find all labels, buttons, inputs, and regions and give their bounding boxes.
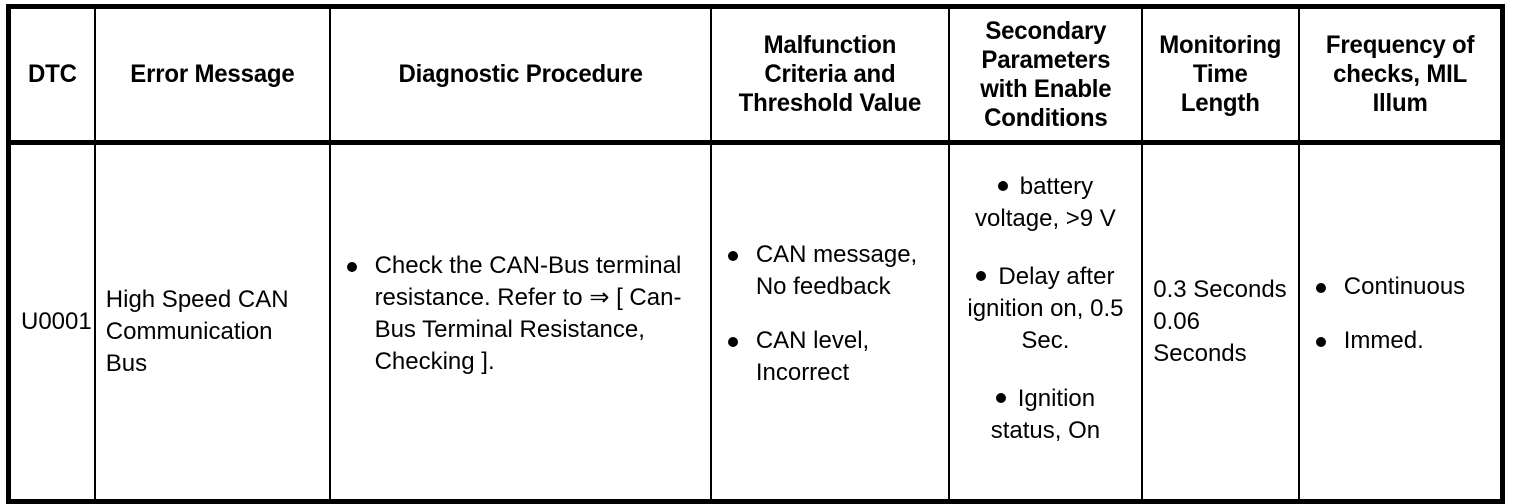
cell-secondary-parameters: battery voltage, >9 V Delay after igniti… (947, 142, 1144, 502)
cell-frequency: Continuous Immed. (1297, 142, 1504, 502)
cell-diagnostic-procedure: Check the CAN-Bus terminal resistance. R… (328, 142, 712, 502)
dtc-code: U0001 (21, 308, 92, 335)
header-cell-monitoring-time: Monitoring Time Length (1141, 6, 1300, 145)
table-header-row: DTC Error Message Diagnostic Procedure M… (7, 6, 1504, 145)
header-label-malfunction-criteria: Malfunction Criteria and Threshold Value (738, 31, 921, 117)
list-item: Continuous (1310, 271, 1490, 303)
bullet-icon (727, 337, 738, 347)
list-item: CAN message, No feedback (722, 239, 938, 303)
secondary-parameters-list: battery voltage, >9 V Delay after igniti… (960, 171, 1132, 447)
header-cell-malfunction-criteria: Malfunction Criteria and Threshold Value (709, 6, 950, 145)
malfunction-criteria-list: CAN message, No feedback CAN level, Inco… (722, 239, 938, 389)
cell-malfunction-criteria: CAN message, No feedback CAN level, Inco… (709, 142, 950, 502)
header-label-error-message: Error Message (130, 60, 295, 88)
malfunction-criteria-item: CAN level, Incorrect (755, 327, 870, 386)
header-cell-dtc: DTC (7, 6, 96, 145)
secondary-parameter-item: Delay after ignition on, 0.5 Sec. (967, 263, 1124, 354)
bullet-icon (346, 262, 357, 272)
list-item: Ignition status, On (960, 383, 1132, 447)
cell-error-message: High Speed CAN Communication Bus (93, 142, 331, 502)
monitoring-time-value: 0.3 Seconds 0.06 Seconds (1153, 276, 1287, 367)
list-item: Delay after ignition on, 0.5 Sec. (960, 261, 1132, 357)
dtc-diagnostic-table: DTC Error Message Diagnostic Procedure M… (6, 4, 1505, 504)
bullet-icon (995, 393, 1006, 404)
frequency-item: Immed. (1343, 327, 1424, 354)
table-row: U0001 High Speed CAN Communication Bus C… (7, 142, 1504, 502)
list-item: Immed. (1310, 325, 1490, 357)
secondary-parameter-item: battery voltage, >9 V (975, 173, 1116, 232)
header-label-frequency: Frequency of checks, MIL Illum (1325, 31, 1475, 117)
list-item: Check the CAN-Bus terminal resistance. R… (341, 250, 700, 378)
bullet-icon (976, 271, 987, 282)
error-message-text: High Speed CAN Communication Bus (105, 286, 289, 377)
bullet-icon (727, 251, 738, 261)
header-cell-diagnostic-procedure: Diagnostic Procedure (328, 6, 712, 145)
header-label-diagnostic-procedure: Diagnostic Procedure (398, 60, 643, 88)
frequency-item: Continuous (1343, 273, 1466, 300)
header-cell-error-message: Error Message (93, 6, 331, 145)
header-label-monitoring-time: Monitoring Time Length (1159, 31, 1282, 117)
header-label-secondary-parameters: Secondary Parameters with Enable Conditi… (979, 16, 1112, 132)
diagnostic-procedure-list: Check the CAN-Bus terminal resistance. R… (341, 250, 700, 378)
header-label-dtc: DTC (28, 60, 77, 88)
list-item: battery voltage, >9 V (960, 171, 1132, 235)
bullet-icon (997, 181, 1008, 192)
secondary-parameter-item: Ignition status, On (990, 385, 1101, 444)
malfunction-criteria-item: CAN message, No feedback (755, 241, 918, 300)
header-cell-secondary-parameters: Secondary Parameters with Enable Conditi… (947, 6, 1144, 145)
header-cell-frequency: Frequency of checks, MIL Illum (1297, 6, 1504, 145)
frequency-list: Continuous Immed. (1310, 271, 1490, 357)
diagnostic-procedure-step: Check the CAN-Bus terminal resistance. R… (374, 252, 682, 375)
cell-monitoring-time: 0.3 Seconds 0.06 Seconds (1141, 142, 1300, 502)
bullet-icon (1315, 283, 1326, 293)
bullet-icon (1315, 337, 1326, 347)
list-item: CAN level, Incorrect (722, 325, 938, 389)
cell-dtc: U0001 (7, 142, 96, 502)
